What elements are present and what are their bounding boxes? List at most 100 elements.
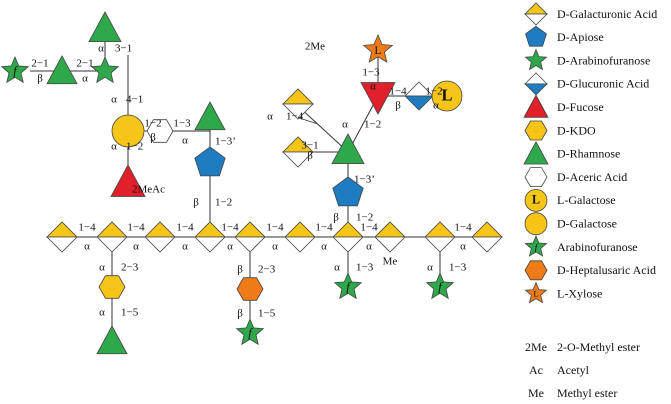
methyl-ester-mod: Me xyxy=(383,256,398,268)
methyl-acetyl-mod: 2MeAc xyxy=(132,184,165,196)
linkage-label: 3−1 xyxy=(301,140,318,152)
legend-abbr-label: 2-O-Methyl ester xyxy=(557,340,640,354)
legend-label: D-Arabinofuranose xyxy=(557,53,650,67)
linkage-label: α xyxy=(133,241,139,253)
fucose-residue xyxy=(360,82,396,115)
legend-label: L-Galactose xyxy=(557,193,616,207)
linkage-label: α xyxy=(99,262,105,274)
legend-symbol xyxy=(523,140,549,165)
kdo-residue xyxy=(98,275,126,299)
galacturonic-residue xyxy=(282,136,314,168)
linkage-label: 1−5 xyxy=(121,307,139,319)
linkage-label: β xyxy=(193,197,199,209)
linkage-label: β xyxy=(307,150,313,162)
legend-symbol xyxy=(524,72,548,96)
legend-label: D-Fucose xyxy=(557,100,604,114)
linkage-label: β xyxy=(37,73,43,85)
legend-label: D-Galacturonic Acid xyxy=(557,7,657,21)
rhamnose-residue xyxy=(96,325,128,355)
backbone-galacturonic-residue xyxy=(424,221,456,253)
linkage-label: 1−2 xyxy=(356,212,373,224)
linkage-label: 1−4 xyxy=(315,222,333,234)
legend-label: D-Glucuronic Acid xyxy=(557,77,649,91)
legend-item: D-Aceric Acid xyxy=(524,167,627,188)
linkage-label: 1−2 xyxy=(126,141,143,153)
linkage-label: 1−3 xyxy=(362,67,380,79)
legend-item: D-Glucuronic Acid xyxy=(524,72,649,96)
linkage-label: 2−3 xyxy=(121,262,139,274)
legend-item: D-Heptalusaric Acid xyxy=(524,260,656,281)
legend-abbr: Me xyxy=(528,386,544,400)
legend-item: D-Galacturonic Acid xyxy=(524,2,657,26)
legend-label: D-Aceric Acid xyxy=(557,170,627,184)
linkage-label: 1−2 xyxy=(425,86,442,98)
linkage-label: 1−2 xyxy=(215,197,232,209)
linkage-label: 1−5 xyxy=(258,308,276,320)
legend-item: D-KDO xyxy=(524,120,596,141)
linkage-label: 1−3 xyxy=(173,118,191,130)
aceric-acid-residue xyxy=(146,119,174,143)
linkage-label: 1−4 xyxy=(127,222,145,234)
legend-symbol xyxy=(524,48,548,71)
legend-item: D-Apiose xyxy=(525,25,604,47)
arabinofuranose-f-glyph: f xyxy=(248,326,253,340)
backbone-galacturonic-residue xyxy=(284,221,316,253)
linkage-label: β xyxy=(395,100,401,112)
backbone-galacturonic-residue xyxy=(144,221,176,253)
legend-label: D-KDO xyxy=(557,123,596,137)
arrow-line xyxy=(295,116,319,125)
legend-abbr: Ac xyxy=(529,363,543,377)
legend-symbol xyxy=(524,120,548,141)
arabinofuranose-residue: f xyxy=(425,271,455,300)
arabinofuranose-residue: f xyxy=(235,317,265,346)
galacturonic-residue xyxy=(282,88,314,120)
arabinofuranose-residue: f xyxy=(333,271,363,300)
xylose-residue: L xyxy=(362,33,394,63)
arabinofuranose-f-glyph: f xyxy=(535,242,539,253)
linkage-label: α xyxy=(427,262,433,274)
backbone-galacturonic-residue xyxy=(46,221,78,253)
linkage-label: 2−1 xyxy=(76,58,93,70)
linkage-label: β xyxy=(237,308,243,320)
linkage-label: α xyxy=(182,241,188,253)
legend-label: D-Galactose xyxy=(557,216,617,230)
linkage-label: α xyxy=(321,241,327,253)
backbone-galacturonic-residue xyxy=(374,221,406,253)
legend-label: Arabinofuranose xyxy=(557,240,638,254)
legend-symbol xyxy=(524,212,548,236)
galactose-l-glyph: L xyxy=(532,193,540,207)
backbone-galacturonic-residue xyxy=(471,221,503,253)
legend-item: D-Fucose xyxy=(523,94,604,118)
linkage-label: α xyxy=(99,307,105,319)
legend-item: D-Galactose xyxy=(524,212,617,236)
legend-item: f Arabinofuranose xyxy=(524,234,638,257)
galactose-l-glyph: L xyxy=(441,85,452,104)
xylose-l-glyph: L xyxy=(374,43,381,57)
legend-symbol xyxy=(523,94,549,118)
linkage-label: 1−3 xyxy=(449,262,467,274)
bond-line xyxy=(297,105,349,153)
linkage-label: 1−3’ xyxy=(215,136,236,148)
legend-item: L L-Xylose xyxy=(524,281,602,304)
xylose-l-glyph: L xyxy=(533,289,538,299)
linkage-label: α xyxy=(182,135,188,147)
rhamnose-residue xyxy=(88,11,122,42)
legend-abbr-label: Acetyl xyxy=(557,363,590,377)
legend-item: L L-Galactose xyxy=(524,188,616,212)
linkage-label: 1−4 xyxy=(360,222,378,234)
linkage-label: 1−4 xyxy=(389,86,407,98)
linkage-label: 1−3 xyxy=(356,262,374,274)
galactose-l-residue: L xyxy=(431,80,463,112)
linkage-label: 2−1 xyxy=(31,58,48,70)
legend-symbol xyxy=(524,167,548,188)
linkage-label: α xyxy=(267,111,273,123)
legend-label: L-Xylose xyxy=(557,286,602,300)
linkage-label: α xyxy=(334,262,340,274)
linkage-label: α xyxy=(98,43,104,55)
legend-item: D-Arabinofuranose xyxy=(524,48,650,71)
legend-symbol xyxy=(524,2,548,26)
linkage-label: 1−4 xyxy=(266,222,284,234)
